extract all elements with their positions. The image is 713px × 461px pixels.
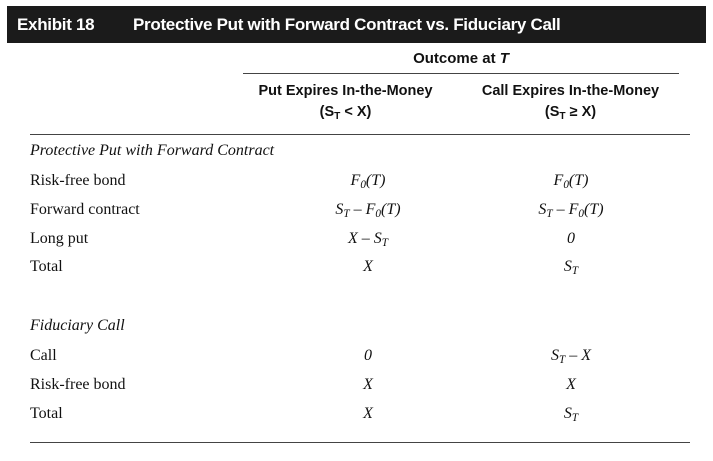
cell-call-itm: 0 bbox=[567, 230, 575, 247]
bottom-rule bbox=[30, 442, 690, 443]
column-condition: (ST ≥ X) bbox=[544, 104, 597, 122]
row-label: Long put bbox=[30, 230, 89, 247]
cell-call-itm: ST bbox=[563, 258, 579, 277]
cell-put-itm: X – ST bbox=[347, 230, 388, 249]
cell-call-itm: F0(T) bbox=[553, 172, 589, 191]
row-label: Call bbox=[30, 347, 57, 364]
row-label: Total bbox=[30, 258, 63, 275]
outcome-rule bbox=[243, 73, 679, 74]
table-row: Call 0 ST – X bbox=[30, 347, 690, 371]
header-rule bbox=[30, 134, 690, 135]
cell-put-itm: X bbox=[363, 405, 373, 422]
cell-put-itm: X bbox=[363, 258, 373, 275]
column-header-put-itm: Put Expires In-the-Money (ST < X) bbox=[233, 81, 458, 127]
column-header-call-itm: Call Expires In-the-Money (ST ≥ X) bbox=[458, 81, 683, 127]
table-row: Forward contract ST – F0(T) ST – F0(T) bbox=[30, 201, 690, 225]
outcome-header: Outcome at T bbox=[413, 50, 509, 67]
cell-put-itm: X bbox=[363, 376, 373, 393]
column-label: Call Expires In-the-Money bbox=[481, 83, 660, 99]
table-row: Risk-free bond X X bbox=[30, 376, 690, 400]
cell-call-itm: ST bbox=[563, 405, 579, 424]
section-title: Fiduciary Call bbox=[30, 317, 125, 334]
row-label: Risk-free bond bbox=[30, 376, 126, 393]
section-title: Protective Put with Forward Contract bbox=[30, 142, 275, 159]
cell-call-itm: X bbox=[566, 376, 576, 393]
table-row: Long put X – ST 0 bbox=[30, 230, 690, 254]
column-condition: (ST < X) bbox=[319, 104, 372, 122]
row-label: Risk-free bond bbox=[30, 172, 126, 189]
table-row: Risk-free bond F0(T) F0(T) bbox=[30, 172, 690, 196]
exhibit-title: Protective Put with Forward Contract vs.… bbox=[133, 14, 561, 34]
cell-call-itm: ST – X bbox=[550, 347, 591, 366]
cell-put-itm: 0 bbox=[364, 347, 372, 364]
row-label: Forward contract bbox=[30, 201, 140, 218]
cell-put-itm: F0(T) bbox=[350, 172, 386, 191]
table-row: Total X ST bbox=[30, 405, 690, 429]
row-label: Total bbox=[30, 405, 63, 422]
exhibit-number: Exhibit 18 bbox=[17, 14, 95, 34]
table-row: Total X ST bbox=[30, 258, 690, 282]
column-label: Put Expires In-the-Money bbox=[258, 83, 433, 99]
exhibit-header: Exhibit 18 Protective Put with Forward C… bbox=[7, 6, 706, 43]
cell-call-itm: ST – F0(T) bbox=[538, 201, 604, 220]
cell-put-itm: ST – F0(T) bbox=[335, 201, 401, 220]
